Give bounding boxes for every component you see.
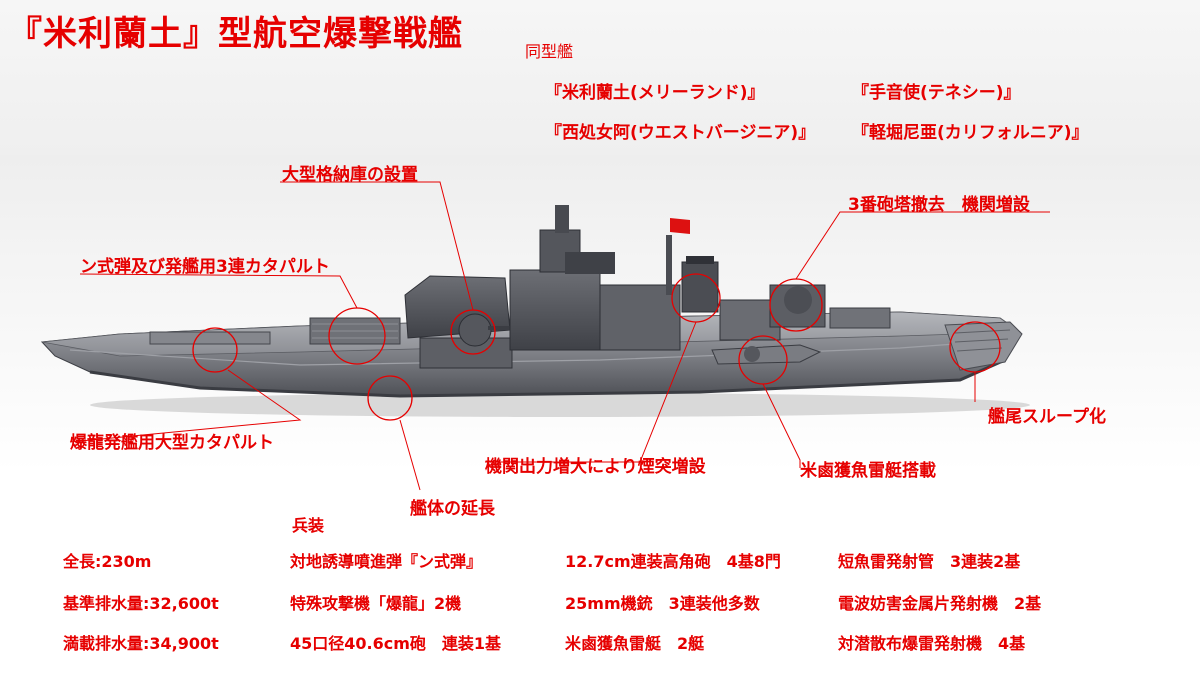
funnel-cap bbox=[686, 256, 714, 264]
bridge-block bbox=[509, 269, 601, 351]
circle-large-catapult bbox=[192, 327, 238, 373]
line-hull-extension bbox=[399, 419, 421, 491]
sister-ship-4: 『軽堀尼亜(カリフォルニア)』 bbox=[852, 123, 1089, 143]
sister-ship-1: 『米利蘭土(メリーランド)』 bbox=[545, 83, 765, 103]
label-triple-catapult: ン式弾及び発艦用3連カタパルト bbox=[80, 257, 330, 277]
stern-slope bbox=[944, 321, 1023, 371]
label-large-catapult: 爆龍発艦用大型カタパルト bbox=[70, 433, 274, 453]
funnel bbox=[681, 261, 719, 313]
spec-full-displacement: 満載排水量:34,900t bbox=[63, 634, 219, 653]
armament-heading: 兵装 bbox=[292, 516, 325, 535]
page-title: 『米利蘭土』型航空爆撃戦艦 bbox=[8, 14, 463, 54]
sister-ship-3: 『西処女阿(ウエストバージニア)』 bbox=[545, 123, 816, 143]
line-turret3 bbox=[795, 211, 1050, 280]
label-funnel: 機関出力増大により煙突増設 bbox=[485, 457, 706, 477]
label-stern: 艦尾スループ化 bbox=[988, 407, 1106, 427]
line-funnel bbox=[485, 321, 697, 463]
engine-vent bbox=[784, 286, 812, 314]
catapult-rails bbox=[312, 323, 398, 339]
ship-shadow bbox=[90, 393, 1030, 417]
ensign-flag bbox=[670, 218, 690, 234]
armament-3-3: 対潜散布爆雷発射機 4基 bbox=[838, 634, 1026, 653]
label-torpedo-boat: 米鹵獲魚雷艇搭載 bbox=[800, 461, 936, 481]
circle-hull-extension bbox=[367, 375, 413, 421]
large-catapult bbox=[149, 331, 271, 345]
armament-1-2: 特殊攻撃機「爆龍」2機 bbox=[290, 594, 462, 613]
label-hangar: 大型格納庫の設置 bbox=[282, 165, 418, 185]
turret-2 bbox=[458, 313, 492, 347]
annotation-lines bbox=[69, 181, 1050, 491]
spec-length: 全長:230m bbox=[63, 552, 152, 571]
line-triple-catapult bbox=[79, 273, 358, 309]
waterline bbox=[89, 358, 1006, 398]
director bbox=[565, 252, 615, 274]
armament-1-1: 対地誘導噴進弾『ン式弾』 bbox=[290, 552, 483, 571]
armament-2-3: 米鹵獲魚雷艇 2艇 bbox=[565, 634, 705, 653]
mid-structure bbox=[599, 284, 681, 351]
armament-2-2: 25mm機銃 3連装他多数 bbox=[565, 594, 760, 613]
spec-std-displacement: 基準排水量:32,600t bbox=[63, 594, 219, 613]
aft-mast bbox=[666, 235, 672, 295]
label-turret3: 3番砲塔撤去 機関増設 bbox=[848, 195, 1030, 215]
torpedo-boat-cabin bbox=[744, 346, 760, 362]
armament-1-3: 45口径40.6cm砲 連装1基 bbox=[290, 634, 502, 653]
line-torpedo-boat bbox=[762, 383, 801, 468]
label-hull-extension: 艦体の延長 bbox=[410, 499, 495, 519]
line-hangar bbox=[280, 181, 474, 311]
line-large-catapult bbox=[69, 369, 302, 443]
armament-2-1: 12.7cm連装高角砲 4基8門 bbox=[565, 552, 781, 571]
aft-deckhouse bbox=[829, 307, 891, 329]
sister-ships-heading: 同型艦 bbox=[525, 42, 574, 61]
turret-2-barrel bbox=[488, 326, 528, 330]
mast-upper bbox=[555, 205, 569, 233]
header-band bbox=[0, 0, 1200, 155]
armament-3-1: 短魚雷発射管 3連装2基 bbox=[838, 552, 1021, 571]
hull-strake bbox=[69, 339, 1011, 366]
sister-ship-2: 『手音使(テネシー)』 bbox=[852, 83, 1021, 103]
armament-3-2: 電波妨害金属片発射機 2基 bbox=[838, 594, 1042, 613]
